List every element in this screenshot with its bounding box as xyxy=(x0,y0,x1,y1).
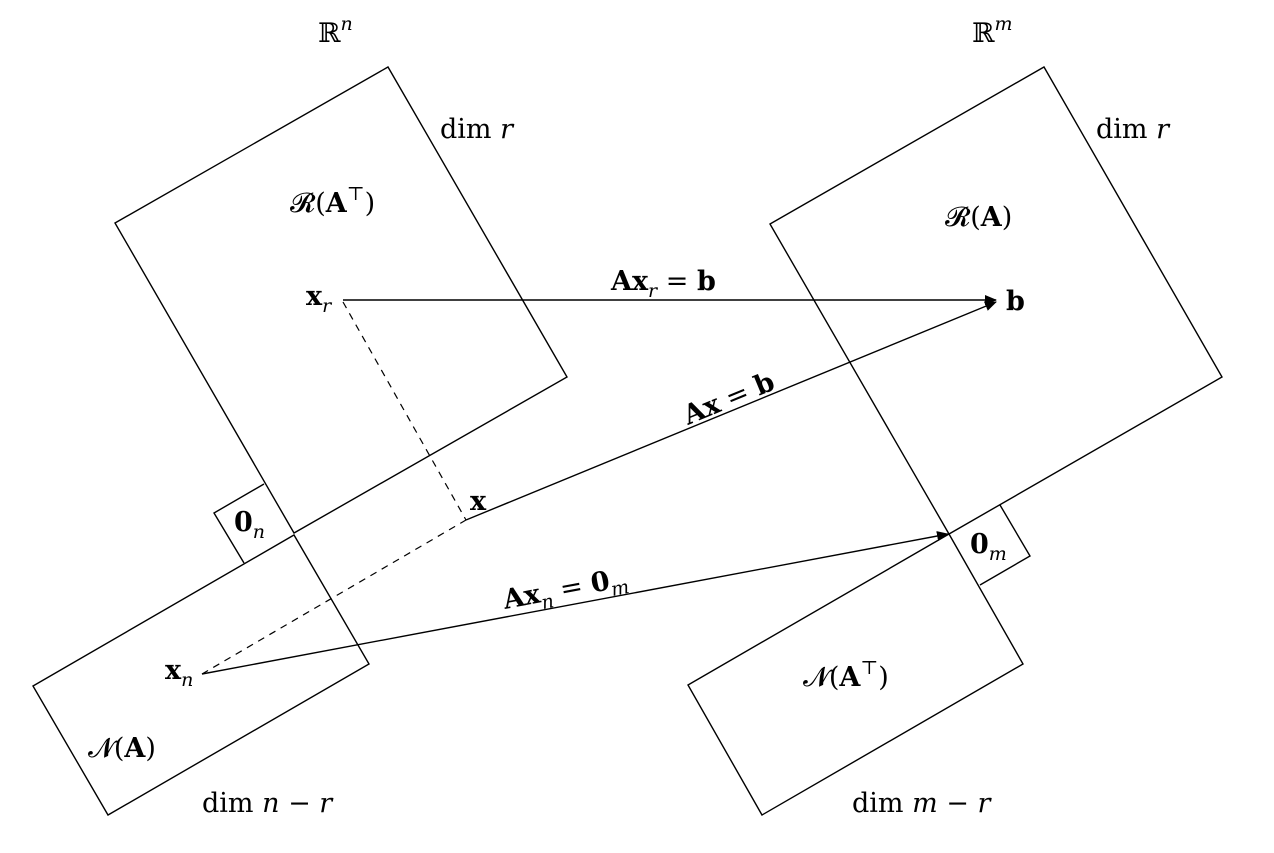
left-null-space-dimension: dim m − r xyxy=(852,788,993,819)
left-null-space-rectangle xyxy=(687,533,1024,816)
zero-n-right-angle-box xyxy=(213,483,265,564)
domain-space-title: ℝn xyxy=(318,13,353,49)
row-space-label: 𝓡(A⊤) xyxy=(290,183,375,219)
zero-m-right-angle-box xyxy=(979,504,1031,586)
zero-m-label: 0m xyxy=(970,529,1007,565)
left-null-space-label: 𝓝(A⊤) xyxy=(803,657,889,693)
arrow-label-ax-equals-b: Ax = b xyxy=(678,366,779,432)
column-space-rectangle xyxy=(769,66,1223,535)
row-space-dimension: dim r xyxy=(440,114,515,145)
zero-n-label: 0n xyxy=(234,507,265,543)
null-space-dimension: dim n − r xyxy=(202,788,334,819)
point-b-label: b xyxy=(1006,286,1025,317)
point-xn-label: xn xyxy=(165,655,193,691)
null-space-rectangle xyxy=(32,534,370,816)
arrow-label-axn-equals-zero-m: Axn = 0m xyxy=(500,562,631,621)
dashed-xn-to-x xyxy=(201,519,467,675)
row-space-rectangle xyxy=(114,66,568,534)
column-space-label: 𝓡(A) xyxy=(945,202,1012,233)
point-xr-label: xr xyxy=(306,281,333,317)
column-space-dimension: dim r xyxy=(1096,114,1171,145)
null-space-label: 𝓝(A) xyxy=(88,733,156,764)
arrow-label-axr-equals-b: Axr = b xyxy=(610,266,716,302)
arrow-x-to-b xyxy=(465,301,997,521)
dashed-xr-to-x xyxy=(342,301,467,521)
codomain-space-title: ℝm xyxy=(972,13,1012,49)
point-x-label: x xyxy=(470,486,487,517)
arrow-xn-to-zero-m xyxy=(201,531,949,675)
